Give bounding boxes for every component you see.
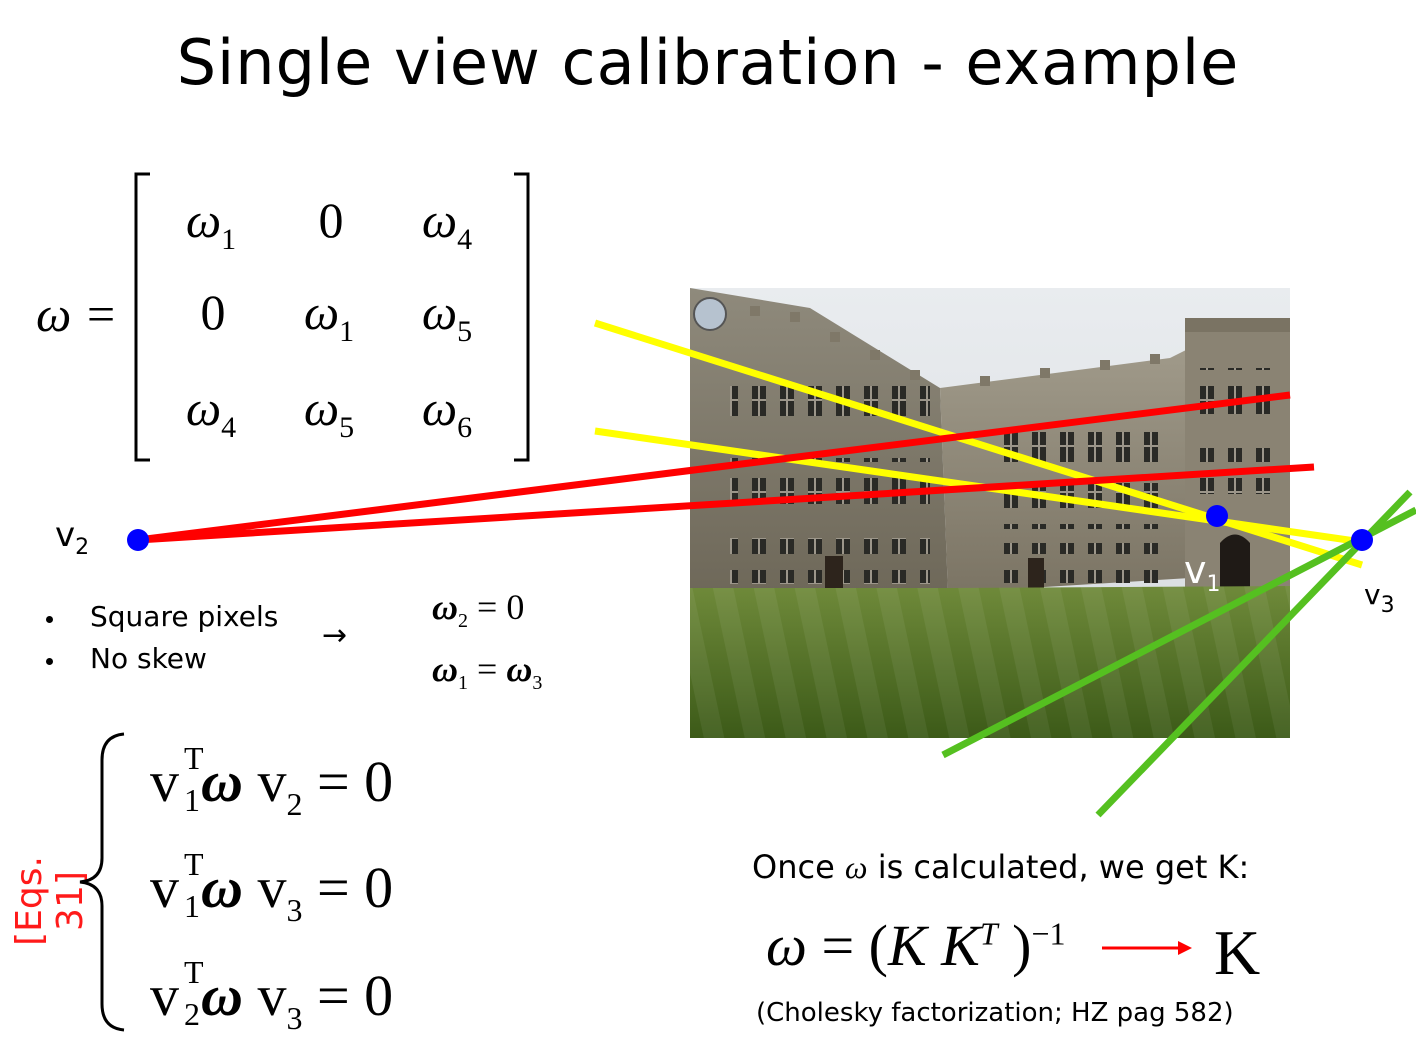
- implies-arrow: →: [322, 618, 348, 653]
- v2-label: v2: [55, 515, 90, 560]
- slide-title: Single view calibration - example: [176, 26, 1240, 99]
- matrix-cell: 0: [318, 192, 344, 248]
- matrix-cell: ω1: [185, 192, 237, 256]
- bullet-dot: [46, 658, 53, 665]
- once-calculated-text: Once ω is calculated, we get K:: [752, 848, 1250, 886]
- omega-K-relation: ω = (K KT )−1: [766, 913, 1066, 978]
- matrix-cell: ω5: [303, 380, 355, 444]
- bullet-dot: [46, 616, 53, 623]
- matrix-cell: ω4: [185, 380, 237, 444]
- courtyard-photo: [690, 288, 1290, 738]
- result-K: K: [1214, 917, 1261, 988]
- matrix-cell: ω4: [421, 192, 473, 256]
- result-omega1-eq-omega3: ω1 = ω3: [432, 649, 543, 695]
- matrix-cell: ω5: [421, 284, 473, 348]
- green-line: [941, 506, 1416, 759]
- omega-lhs: ω =: [36, 286, 118, 342]
- cholesky-note: (Cholesky factorization; HZ pag 582): [756, 998, 1234, 1028]
- vanishing-point-v1: [1206, 505, 1228, 527]
- bullet-no-skew: No skew: [90, 642, 207, 675]
- vanishing-point-v2: [127, 529, 149, 551]
- red-line: [137, 391, 1291, 544]
- v3-label: v3: [1364, 578, 1395, 618]
- result-omega2-zero: ω2 = 0: [432, 587, 525, 633]
- v1-label: v1: [1184, 548, 1221, 597]
- red-line: [137, 463, 1315, 544]
- matrix-cell: ω6: [421, 380, 473, 444]
- arrow-right-icon: [1102, 941, 1192, 955]
- left-brace: [79, 732, 125, 1032]
- matrix-cell: 0: [200, 284, 226, 340]
- vanishing-point-v3: [1351, 529, 1373, 551]
- matrix-brackets: [134, 172, 530, 462]
- matrix-cell: ω1: [303, 284, 355, 348]
- bullet-square-pixels: Square pixels: [90, 600, 279, 633]
